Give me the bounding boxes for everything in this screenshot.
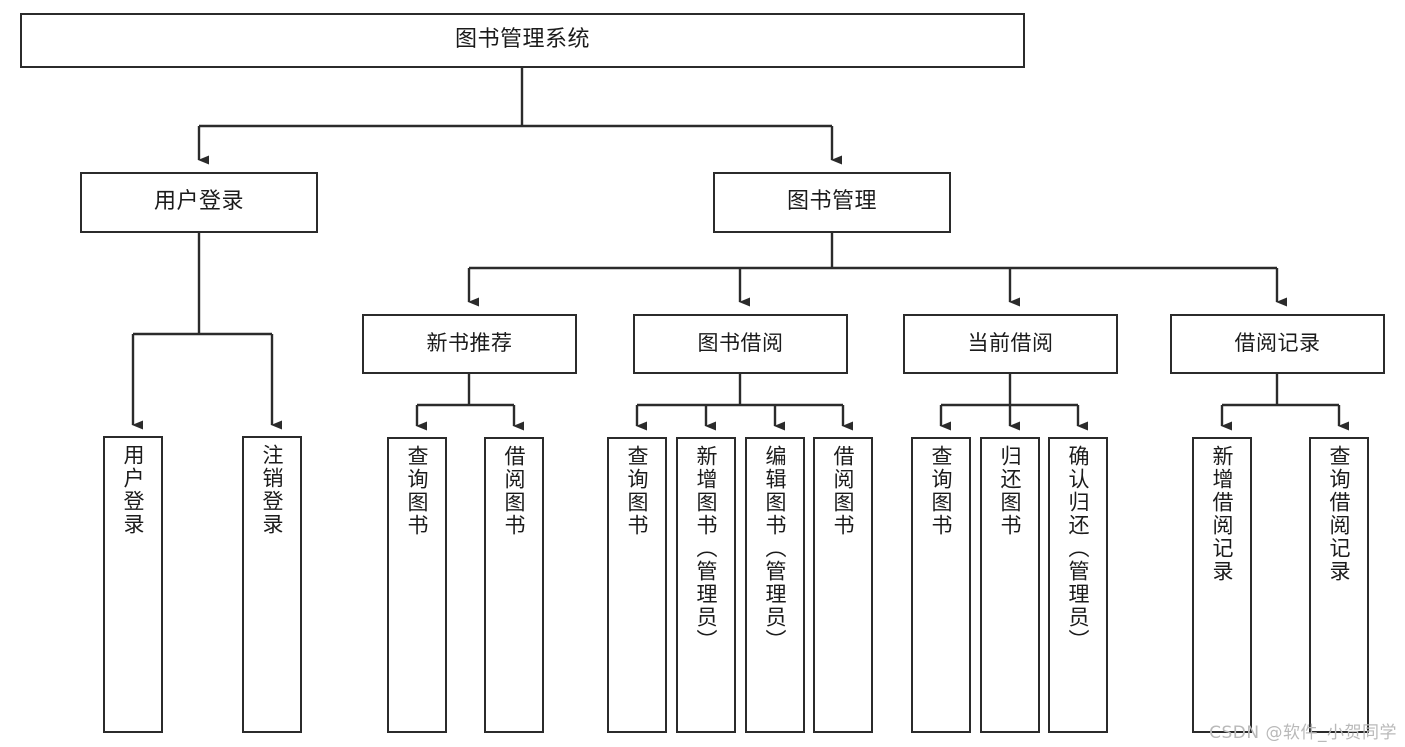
node-leaf-label: 确认归还（管理员） bbox=[1066, 445, 1091, 652]
node-leaf-label: 查询借阅记录 bbox=[1327, 445, 1352, 583]
node-borrow-record[interactable]: 借阅记录 bbox=[1170, 314, 1385, 374]
node-leaf-current-borrow-query-book[interactable]: 查询图书 bbox=[911, 437, 971, 733]
node-book-borrow[interactable]: 图书借阅 bbox=[633, 314, 848, 374]
node-current-borrow[interactable]: 当前借阅 bbox=[903, 314, 1118, 374]
node-leaf-new-book-borrow-book[interactable]: 借阅图书 bbox=[484, 437, 544, 733]
node-book-management-label: 图书管理 bbox=[786, 189, 877, 215]
node-leaf-book-borrow-borrow-book[interactable]: 借阅图书 bbox=[813, 437, 873, 733]
node-leaf-current-borrow-confirm-return[interactable]: 确认归还（管理员） bbox=[1048, 437, 1108, 733]
node-root-label: 图书管理系统 bbox=[454, 27, 590, 53]
node-leaf-label: 借阅图书 bbox=[831, 445, 856, 537]
node-leaf-label: 用户登录 bbox=[121, 444, 146, 536]
node-current-borrow-label: 当前借阅 bbox=[967, 331, 1054, 356]
node-leaf-borrow-record-add-record[interactable]: 新增借阅记录 bbox=[1192, 437, 1252, 733]
node-leaf-label: 编辑图书（管理员） bbox=[763, 445, 788, 652]
node-borrow-record-label: 借阅记录 bbox=[1234, 331, 1321, 356]
node-leaf-label: 归还图书 bbox=[998, 445, 1023, 537]
node-leaf-book-borrow-query-book[interactable]: 查询图书 bbox=[607, 437, 667, 733]
node-root-book-management-system[interactable]: 图书管理系统 bbox=[20, 13, 1025, 68]
node-leaf-book-borrow-edit-book[interactable]: 编辑图书（管理员） bbox=[745, 437, 805, 733]
node-leaf-label: 新增借阅记录 bbox=[1210, 445, 1235, 583]
node-leaf-book-borrow-add-book[interactable]: 新增图书（管理员） bbox=[676, 437, 736, 733]
node-book-management[interactable]: 图书管理 bbox=[713, 172, 951, 233]
node-leaf-user-login-logout[interactable]: 注销登录 bbox=[242, 436, 302, 733]
node-leaf-label: 查询图书 bbox=[405, 445, 430, 537]
node-leaf-label: 查询图书 bbox=[625, 445, 650, 537]
node-new-book-recommend-label: 新书推荐 bbox=[426, 331, 513, 356]
node-leaf-label: 注销登录 bbox=[260, 444, 285, 536]
node-new-book-recommend[interactable]: 新书推荐 bbox=[362, 314, 577, 374]
node-leaf-user-login-login[interactable]: 用户登录 bbox=[103, 436, 163, 733]
node-leaf-label: 查询图书 bbox=[929, 445, 954, 537]
node-leaf-label: 借阅图书 bbox=[502, 445, 527, 537]
node-user-login-label: 用户登录 bbox=[153, 189, 244, 215]
csdn-watermark: CSDN @软件_小贺同学 bbox=[1209, 723, 1397, 743]
node-user-login[interactable]: 用户登录 bbox=[80, 172, 318, 233]
node-leaf-label: 新增图书（管理员） bbox=[694, 445, 719, 652]
node-book-borrow-label: 图书借阅 bbox=[697, 331, 784, 356]
node-leaf-borrow-record-query-record[interactable]: 查询借阅记录 bbox=[1309, 437, 1369, 733]
node-leaf-new-book-query-book[interactable]: 查询图书 bbox=[387, 437, 447, 733]
node-leaf-current-borrow-return-book[interactable]: 归还图书 bbox=[980, 437, 1040, 733]
